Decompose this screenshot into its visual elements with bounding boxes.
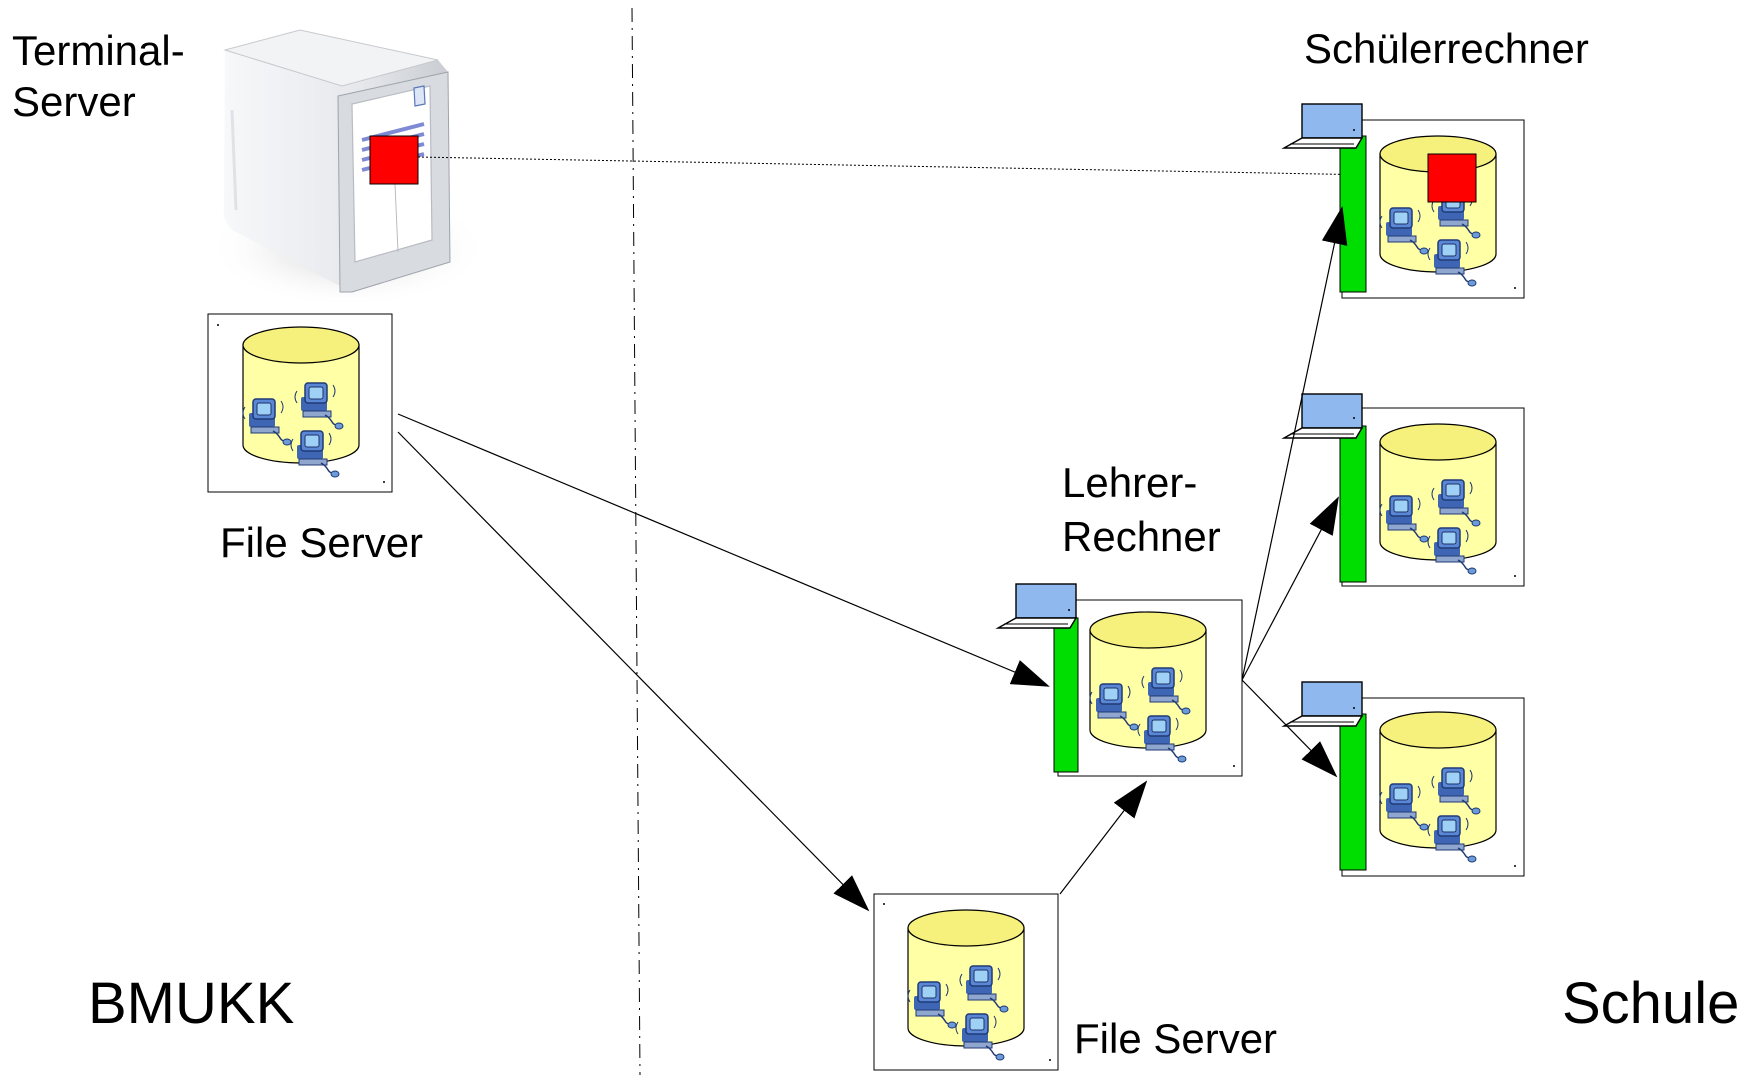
terminal-server-label-line2: Server (12, 78, 136, 125)
file-server-left-icon[interactable] (207, 313, 393, 493)
teacher-computer-label-line2: Rechner (1062, 513, 1221, 560)
arrow-fileserver-to-bottom-fileserver (397, 431, 870, 912)
arrow-teacher-to-student-1 (1241, 206, 1348, 681)
student-computers-label: Schülerrechner (1304, 25, 1589, 72)
terminal-server-icon[interactable] (208, 29, 488, 308)
student-computer-1-icon[interactable] (1283, 103, 1525, 299)
arrow-teacher-to-student-3 (1241, 679, 1338, 778)
teacher-computer-icon[interactable] (997, 583, 1243, 777)
terminal-server-label-line1: Terminal- (12, 27, 185, 74)
student-computer-2-icon[interactable] (1283, 393, 1525, 587)
student-computer-3-icon[interactable] (1283, 681, 1525, 877)
student-red-marker (1427, 153, 1477, 203)
arrow-teacher-to-student-2 (1241, 496, 1339, 681)
file-server-left-label: File Server (220, 519, 424, 566)
remote-session-line (417, 156, 1430, 189)
arrow-bottom-fileserver-to-teacher (1059, 780, 1148, 895)
arrow-fileserver-to-teacher (397, 413, 1050, 687)
file-server-bottom-icon[interactable] (873, 893, 1059, 1071)
schule-region-label: Schule (1562, 971, 1740, 1036)
bmukk-region-label: BMUKK (88, 971, 295, 1036)
region-divider-line (631, 7, 641, 1076)
file-server-bottom-label: File Server (1074, 1015, 1278, 1062)
terminal-server-red-marker (369, 135, 419, 185)
teacher-computer-label-line1: Lehrer- (1062, 459, 1198, 506)
